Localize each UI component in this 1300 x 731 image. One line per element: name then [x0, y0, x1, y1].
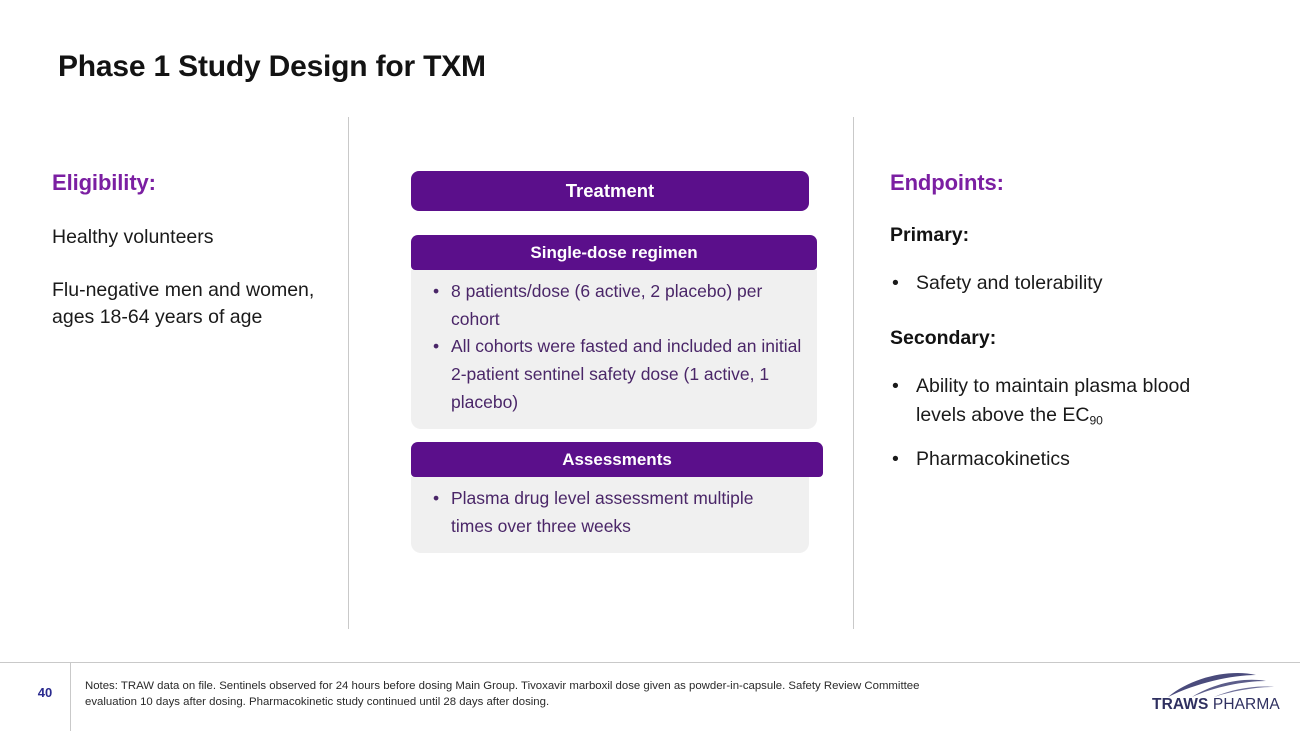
list-item-text: Ability to maintain plasma blood levels …	[916, 375, 1191, 426]
bullet-icon: •	[433, 281, 440, 301]
logo-wordmark: TRAWS PHARMA	[1152, 696, 1288, 714]
treatment-band: Treatment	[411, 171, 809, 211]
traws-pharma-logo: TRAWS PHARMA	[1152, 670, 1288, 720]
column-divider-left	[348, 117, 349, 629]
list-item: • All cohorts were fasted and included a…	[425, 333, 803, 416]
assessments-body: • Plasma drug level assessment multiple …	[411, 477, 809, 554]
footer-vertical-divider	[70, 663, 71, 731]
footer-notes-line: Notes: TRAW data on file. Sentinels obse…	[85, 680, 920, 692]
footer-notes: Notes: TRAW data on file. Sentinels obse…	[85, 678, 1115, 710]
primary-endpoints-label: Primary:	[890, 224, 970, 246]
list-item: • Pharmacokinetics	[890, 445, 1240, 473]
eligibility-paragraph: Healthy volunteers	[52, 226, 214, 248]
single-dose-regimen-card: Single-dose regimen • 8 patients/dose (6…	[411, 235, 823, 430]
list-item-text: Pharmacokinetics	[916, 448, 1070, 471]
endpoints-heading: Endpoints:	[890, 170, 1004, 195]
ec90-subscript: 90	[1089, 412, 1103, 427]
logo-swoosh-icon	[1168, 673, 1274, 697]
assessments-list: • Plasma drug level assessment multiple …	[425, 485, 795, 540]
endpoints-column: Endpoints: Primary: • Safety and tolerab…	[890, 170, 1240, 474]
footer-divider	[0, 662, 1300, 663]
page-number: 40	[37, 685, 53, 700]
list-item-text: All cohorts were fasted and included an …	[451, 336, 802, 412]
logo-brand-name: TRAWS	[1152, 696, 1209, 713]
list-item: • Safety and tolerability	[890, 269, 1240, 297]
bullet-icon: •	[433, 336, 440, 357]
assessments-card: Assessments • Plasma drug level assessme…	[411, 442, 823, 554]
eligibility-column: Eligibility: Healthy volunteers Flu-nega…	[52, 170, 332, 331]
single-dose-regimen-list: • 8 patients/dose (6 active, 2 placebo) …	[425, 278, 803, 416]
bullet-icon: •	[892, 448, 899, 471]
list-item-text: Plasma drug level assessment multiple ti…	[451, 488, 754, 536]
list-item: • Ability to maintain plasma blood level…	[890, 372, 1240, 429]
primary-endpoints-list: • Safety and tolerability	[890, 269, 1240, 297]
treatment-column: Treatment Single-dose regimen • 8 patien…	[411, 171, 823, 554]
list-item: • Plasma drug level assessment multiple …	[425, 485, 795, 540]
bullet-icon: •	[433, 488, 440, 509]
footer-notes-line: evaluation 10 days after dosing. Pharmac…	[85, 696, 550, 709]
bullet-icon: •	[892, 375, 899, 398]
single-dose-regimen-body: • 8 patients/dose (6 active, 2 placebo) …	[411, 270, 817, 430]
single-dose-regimen-header: Single-dose regimen	[411, 235, 817, 270]
list-item-text: Safety and tolerability	[916, 272, 1103, 294]
column-divider-right	[853, 117, 854, 629]
secondary-endpoints-label: Secondary:	[890, 327, 997, 350]
bullet-icon: •	[892, 272, 899, 294]
eligibility-paragraph: Flu-negative men and women, ages 18-64 y…	[52, 278, 315, 328]
list-item-text: 8 patients/dose (6 active, 2 placebo) pe…	[451, 281, 763, 329]
eligibility-heading: Eligibility:	[52, 170, 156, 195]
logo-brand-suffix: PHARMA	[1208, 696, 1280, 713]
page-title: Phase 1 Study Design for TXM	[58, 50, 486, 83]
assessments-header: Assessments	[411, 442, 823, 478]
secondary-endpoints-list: • Ability to maintain plasma blood level…	[890, 372, 1240, 473]
list-item: • 8 patients/dose (6 active, 2 placebo) …	[425, 278, 803, 333]
